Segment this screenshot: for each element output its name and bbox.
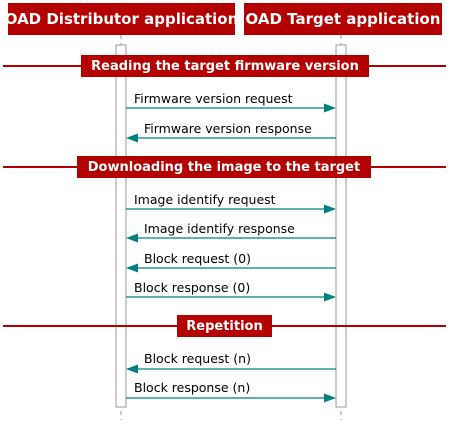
group-title: Repetition (186, 319, 262, 334)
group-divider-repetition: Repetition (3, 315, 446, 337)
message-label: Firmware version response (144, 121, 312, 136)
participant-header-target: OAD Target application (244, 3, 442, 35)
participant-header-distributor: OAD Distributor application (5, 3, 239, 35)
message-label: Block request (0) (144, 251, 251, 266)
arrowhead-right-icon (324, 204, 336, 214)
message-image-identify-response: Image identify response (126, 221, 336, 243)
message-block-response-n: Block response (n) (126, 380, 336, 403)
arrowhead-left-icon (126, 133, 138, 143)
message-firmware-version-request: Firmware version request (126, 91, 336, 113)
arrowhead-left-icon (126, 364, 138, 374)
arrowhead-right-icon (324, 292, 336, 302)
message-block-request-0: Block request (0) (126, 251, 336, 273)
arrowhead-left-icon (126, 263, 138, 273)
group-divider-reading-firmware: Reading the target firmware version (3, 55, 446, 77)
message-label: Firmware version request (134, 91, 293, 106)
group-title: Reading the target firmware version (91, 59, 359, 74)
group-divider-downloading-image: Downloading the image to the target (3, 156, 446, 178)
message-block-request-n: Block request (n) (126, 351, 336, 374)
participant-label-distributor: OAD Distributor application (5, 10, 239, 28)
arrowhead-right-icon (324, 103, 336, 113)
activation-bar-target (335, 44, 347, 408)
message-label: Block response (n) (134, 380, 250, 395)
message-label: Image identify request (134, 192, 276, 207)
participant-label-target: OAD Target application (246, 10, 441, 28)
group-title: Downloading the image to the target (88, 160, 360, 175)
message-image-identify-request: Image identify request (126, 192, 336, 214)
activation-bar-distributor (115, 44, 127, 408)
arrowhead-right-icon (324, 393, 336, 403)
message-label: Block request (n) (144, 351, 251, 366)
arrowhead-left-icon (126, 233, 138, 243)
message-block-response-0: Block response (0) (126, 280, 336, 302)
message-label: Block response (0) (134, 280, 250, 295)
message-label: Image identify response (144, 221, 295, 236)
message-firmware-version-response: Firmware version response (126, 121, 336, 143)
